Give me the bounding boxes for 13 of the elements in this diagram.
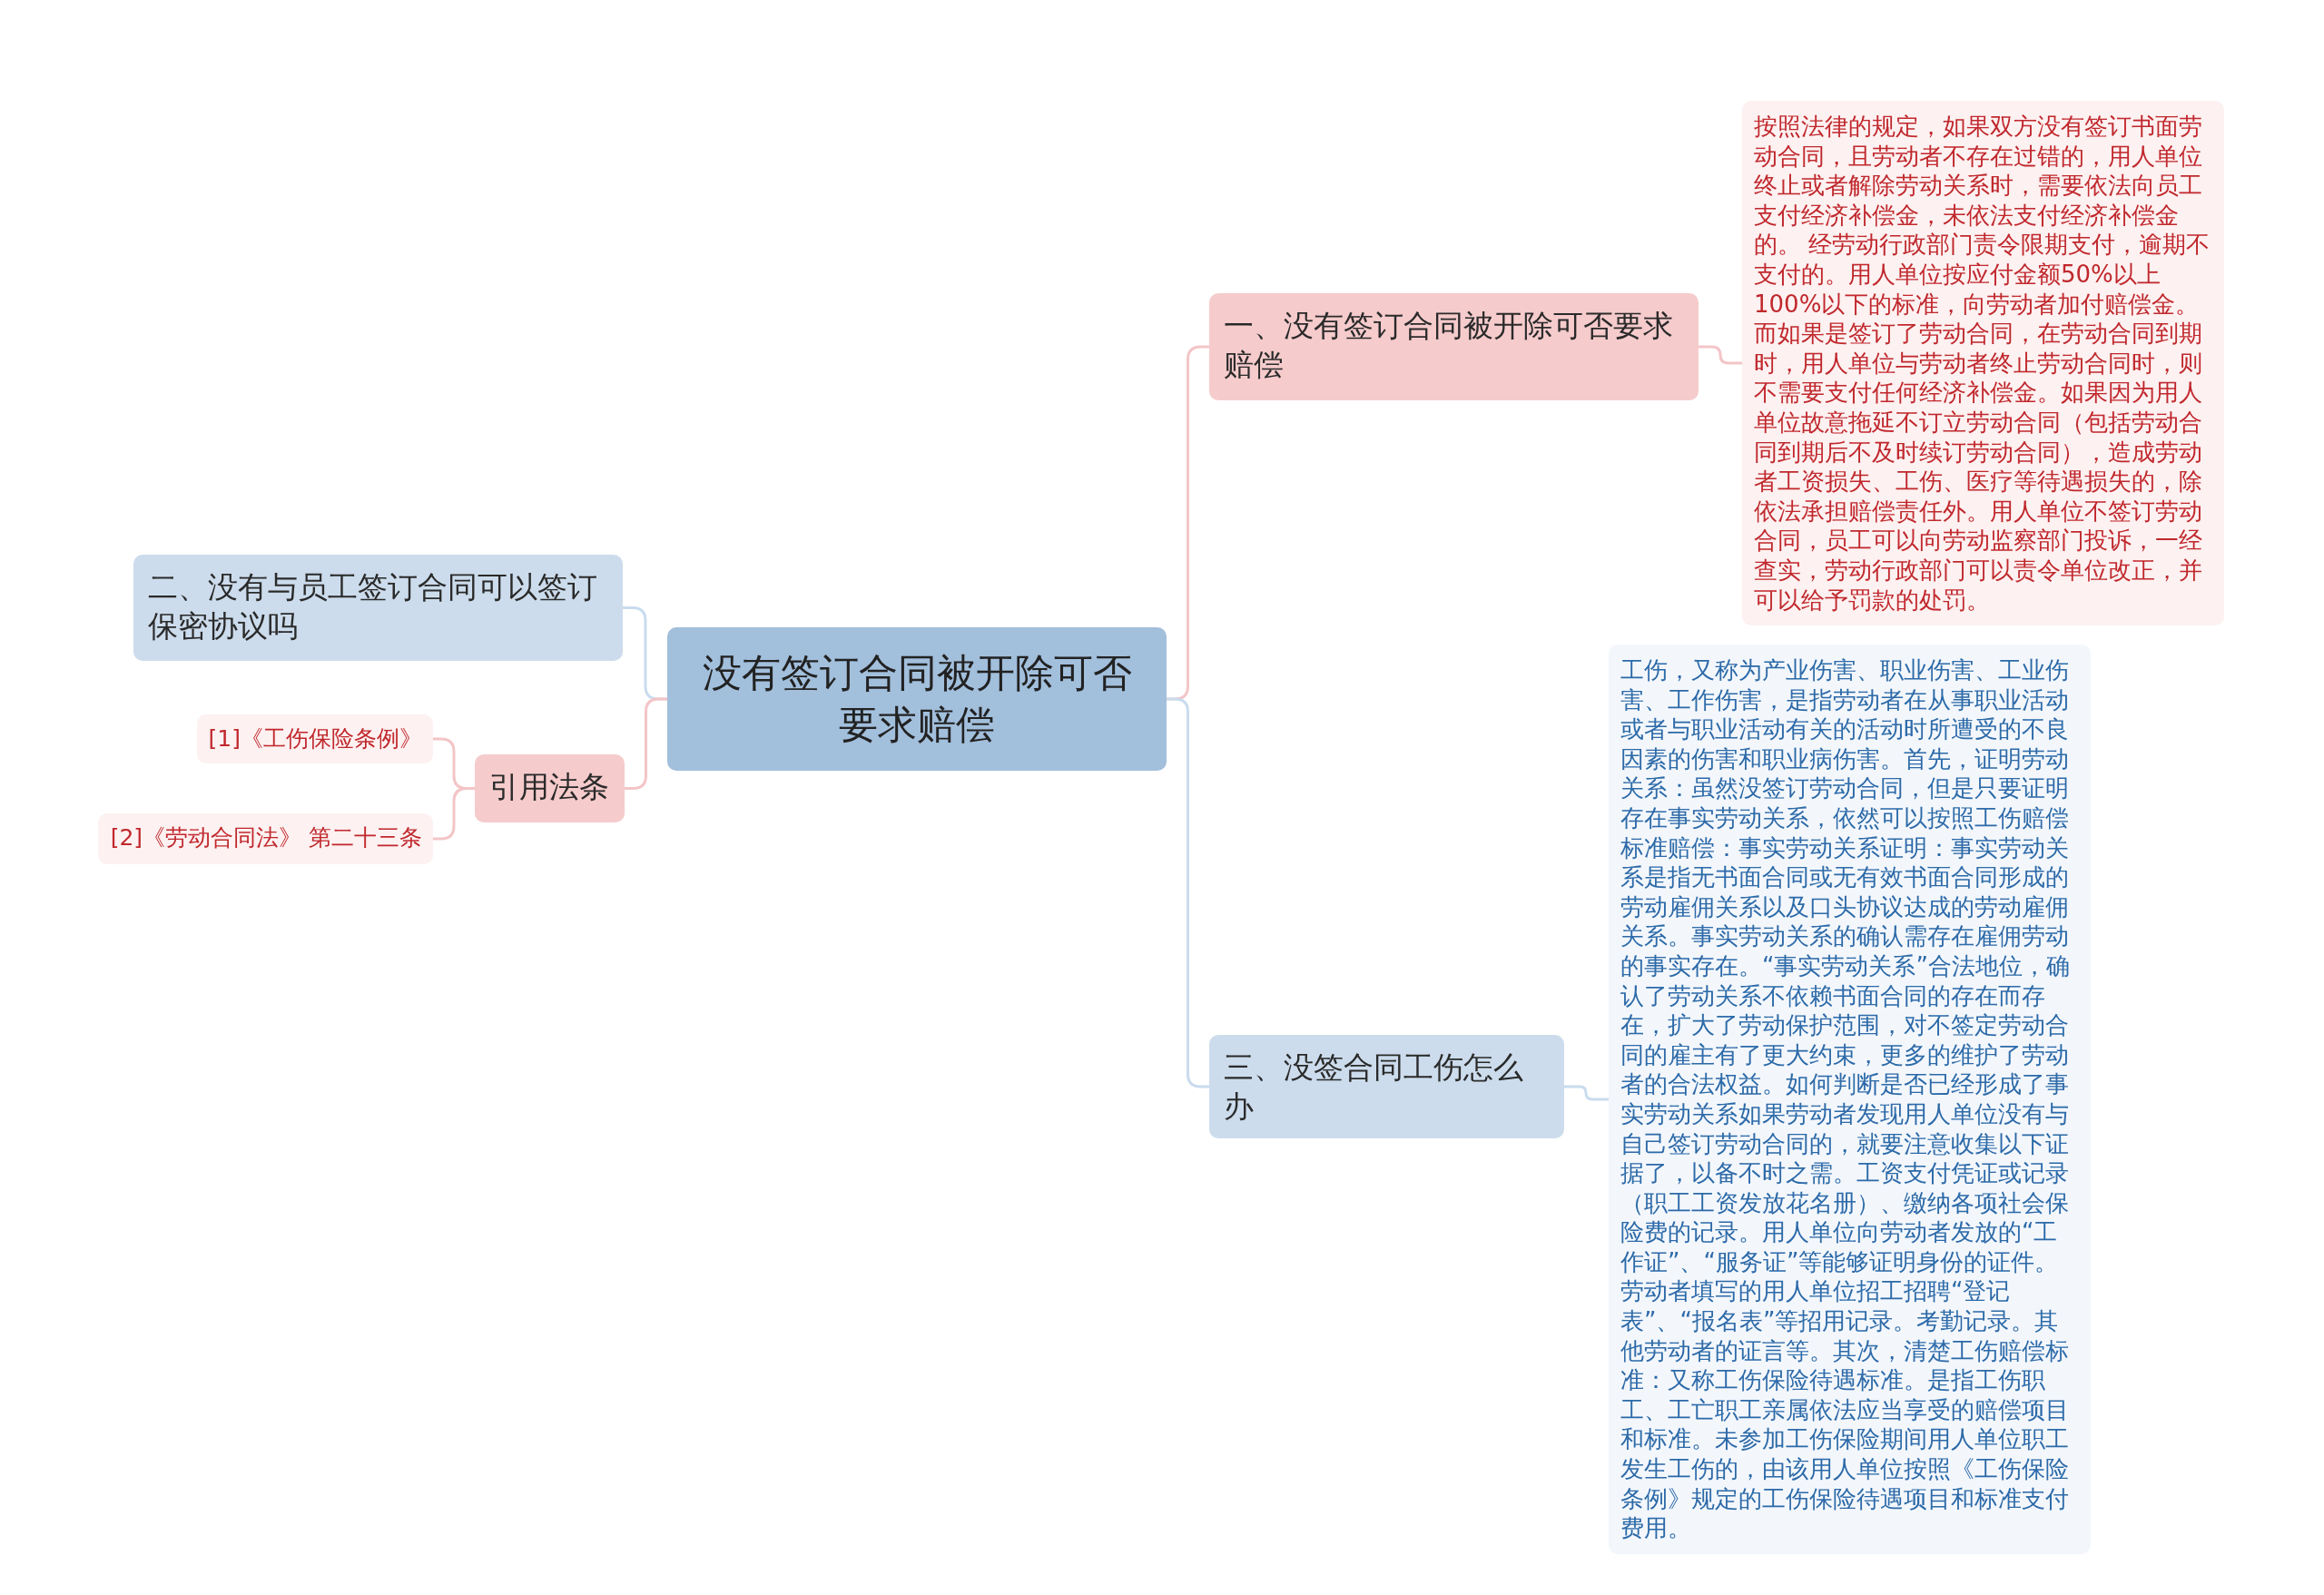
connector-line: [1167, 697, 1209, 1088]
central-topic-box: 没有签订合同被开除可否要求赔偿: [667, 627, 1167, 771]
note-box: 按照法律的规定，如果双方没有签订书面劳动合同，且劳动者不存在过错的，用人单位终止或者解除劳动关系时，需要依法向员工支付经济补偿金，未依法支付经济补偿金的。 经劳动行政部门责令限期支付，逾期不支付的。用人单位按应付金额50%以上100%以下的标准，向劳动者加付赔偿金。而如果是签订了劳动合同，在劳动合同到期时，用人单位与劳动者终止劳动合同时，则不需要支付任何经济补偿金。如果因为用人单位故意拖延不订立劳动合同（包括劳动合同到期后不及时续订劳动合同），造成劳动者工资损失、工伤、医疗等待遇损失的，除依法承担赔偿责任外。用人单位不签订劳动合同，员工可以向劳动监察部门投诉，一经查实，劳动行政部门可以责令单位改正，并可以给予罚款的处罚。: [1742, 101, 2224, 626]
reference-box: [1]《工伤保险条例》: [197, 714, 433, 763]
topic-box: 三、没签合同工伤怎么办: [1209, 1035, 1564, 1138]
topic-box: 引用法条: [475, 754, 625, 822]
topic-box: 二、没有与员工签订合同可以签订保密协议吗: [133, 555, 623, 661]
reference-box: [2]《劳动合同法》 第二十三条: [98, 813, 433, 864]
note-box: 工伤，又称为产业伤害、职业伤害、工业伤害、工作伤害，是指劳动者在从事职业活动或者与职业活动有关的活动时所遭受的不良因素的伤害和职业病伤害。首先，证明劳动关系：虽然没签订劳动合同，但是只要证明存在事实劳动关系，依然可以按照工伤赔偿标准赔偿：事实劳动关系证明：事实劳动关系是指无书面合同或无有效书面合同形成的劳动雇佣关系以及口头协议达成的劳动雇佣关系。事实劳动关系的确认需存在雇佣劳动的事实存在。“事实劳动关系”合法地位，确认了劳动关系不依赖书面合同的存在而存在，扩大了劳动保护范围，对不签定劳动合同的雇主有了更大约束，更多的维护了劳动者的合法权益。如何判断是否已经形成了事实劳动关系如果劳动者发现用人单位没有与自己签订劳动合同的，就要注意收集以下证据了，以备不时之需。工资支付凭证或记录（职工工资发放花名册）、缴纳各项社会保险费的记录。用人单位向劳动者发放的“工作证”、“服务证”等能够证明身份的证件。劳动者填写的用人单位招工招聘“登记表”、“报名表”等招用记录。考勤记录。其他劳动者的证言等。其次，清楚工伤赔偿标准：又称工伤保险待遇标准。是指工伤职工、工亡职工亲属依法应当享受的赔偿项目和标准。未参加工伤保险期间用人单位职工发生工伤的，由该用人单位按照《工伤保险条例》规定的工伤保险待遇项目和标准支付费用。: [1609, 645, 2091, 1554]
connector-line: [625, 697, 667, 790]
connector-line: [1564, 1085, 1609, 1101]
topic-box: 一、没有签订合同被开除可否要求赔偿: [1209, 293, 1699, 400]
connector-line: [1699, 345, 1742, 365]
